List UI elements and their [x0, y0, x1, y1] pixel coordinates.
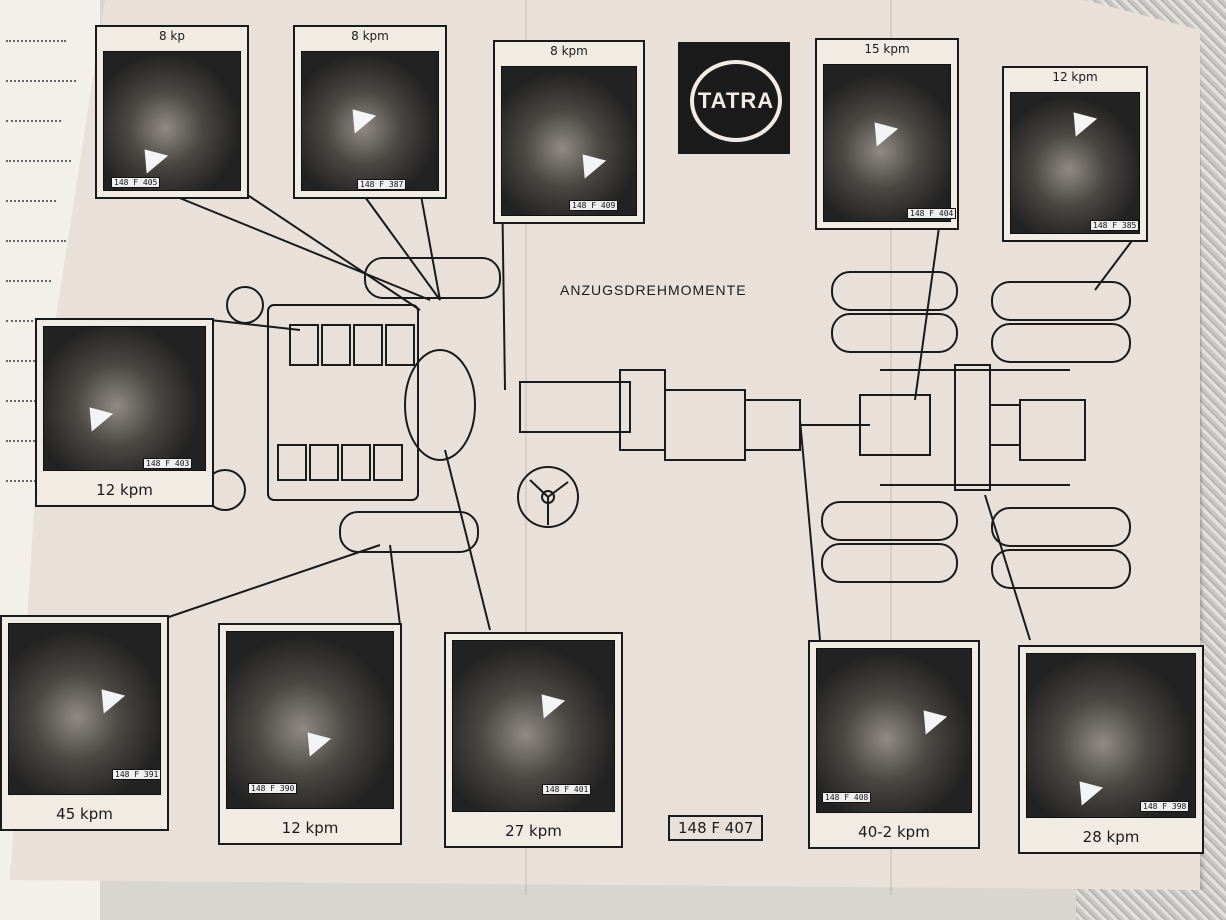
photo-code: 148 F 401: [542, 784, 592, 795]
tatra-logo-text: TATRA: [690, 60, 782, 142]
torque-label: 27 kpm: [505, 822, 562, 840]
callout-box: 12 kpm 148 F 385: [1002, 66, 1148, 242]
torque-label: 12 kpm: [1052, 70, 1098, 84]
torque-label: 8 kp: [158, 29, 185, 43]
photo: [8, 623, 161, 795]
photo: [816, 648, 972, 813]
torque-label: 45 kpm: [56, 805, 113, 823]
photo: [103, 51, 241, 191]
photo-code: 148 F 398: [1140, 801, 1190, 812]
photo: [301, 51, 439, 191]
photo-code: 148 F 404: [907, 208, 957, 219]
photo-code: 148 F 405: [111, 177, 161, 188]
torque-label: 8 kpm: [351, 29, 389, 43]
callout-box: 148 F 408 40-2 kpm: [808, 640, 980, 849]
callout-box: 148 F 391 45 kpm: [0, 615, 169, 831]
photo: [452, 640, 615, 812]
torque-label: 12 kpm: [281, 819, 339, 837]
photo-code: 148 F 408: [822, 792, 872, 803]
photo-code: 148 F 391: [112, 769, 162, 780]
photo: [1026, 653, 1196, 818]
diagram-title: ANZUGSDREHMOMENTE: [560, 282, 747, 298]
callout-box: 8 kpm 148 F 409: [493, 40, 645, 224]
callout-box: 148 F 401 27 kpm: [444, 632, 623, 848]
callout-box: 148 F 398 28 kpm: [1018, 645, 1204, 854]
callout-box: 8 kp 148 F 405: [95, 25, 249, 199]
tatra-logo: TATRA: [678, 42, 790, 154]
callout-box: 148 F 390 12 kpm: [218, 623, 402, 845]
photo: [43, 326, 206, 471]
photo: [501, 66, 637, 216]
photo-code: 148 F 385: [1090, 220, 1140, 231]
photo: [226, 631, 394, 809]
photo-code: 148 F 387: [357, 179, 407, 190]
callout-box: 8 kpm 148 F 387: [293, 25, 447, 199]
torque-label: 8 kpm: [550, 44, 588, 58]
drawing-code: 148 F 407: [668, 815, 764, 841]
torque-label: 40-2 kpm: [858, 823, 930, 841]
torque-label: 15 kpm: [864, 42, 910, 56]
fold-line: [525, 0, 527, 895]
torque-label: 28 kpm: [1082, 828, 1140, 846]
callout-box: 15 kpm 148 F 404: [815, 38, 959, 230]
callout-box: 148 F 403 12 kpm: [35, 318, 214, 507]
photo: [823, 64, 951, 222]
photo-code: 148 F 409: [569, 200, 619, 211]
torque-label: 12 kpm: [96, 481, 153, 499]
photo-code: 148 F 403: [143, 458, 193, 469]
photo: [1010, 92, 1140, 234]
fold-line: [890, 0, 892, 895]
photo-code: 148 F 390: [248, 783, 298, 794]
